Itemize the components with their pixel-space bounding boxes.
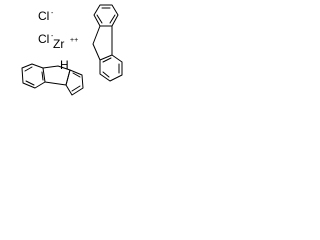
lower-fluorenyl-right-ring (65, 69, 84, 96)
chloride-2-charge: - (51, 33, 54, 40)
lower-left-ring-double-bond-2 (41, 71, 44, 81)
chloride-ion-1: Cl - (38, 9, 54, 23)
lower-fluorenyl-group (21, 63, 84, 96)
chloride-1-charge: - (51, 10, 54, 17)
lower-right-ring-double-bond-2 (71, 85, 81, 92)
upper-bottom-ring-double-bond-1 (102, 57, 112, 63)
fluorenyl-h-label: H (60, 58, 69, 72)
upper-fluorenyl-bottom-ring (99, 54, 123, 82)
chloride-1-label: Cl (38, 9, 49, 23)
upper-bottom-ring-double-bond-3 (102, 71, 110, 78)
upper-top-ring-double-bond-3 (96, 14, 103, 24)
zirconium-label: Zr (53, 37, 64, 51)
lower-left-ring-double-bond-3 (25, 80, 35, 86)
lower-left-ring-double-bond-1 (24, 66, 33, 72)
chloride-ion-2: Cl - (38, 32, 54, 46)
fluorenyl-hydrogen: H (60, 58, 69, 72)
zirconocene-dichloride-structure: Cl - Cl - Zr ++ H (21, 4, 123, 96)
zirconium-charge: ++ (70, 37, 78, 44)
lower-right-ring-double-bond-1 (72, 72, 81, 78)
upper-top-ring-double-bond-2 (109, 14, 116, 24)
zirconium-ion: Zr ++ (53, 37, 78, 51)
upper-fluorenyl-five-ring (92, 25, 101, 61)
chloride-2-label: Cl (38, 32, 49, 46)
upper-fluorenyl-group (92, 4, 123, 82)
